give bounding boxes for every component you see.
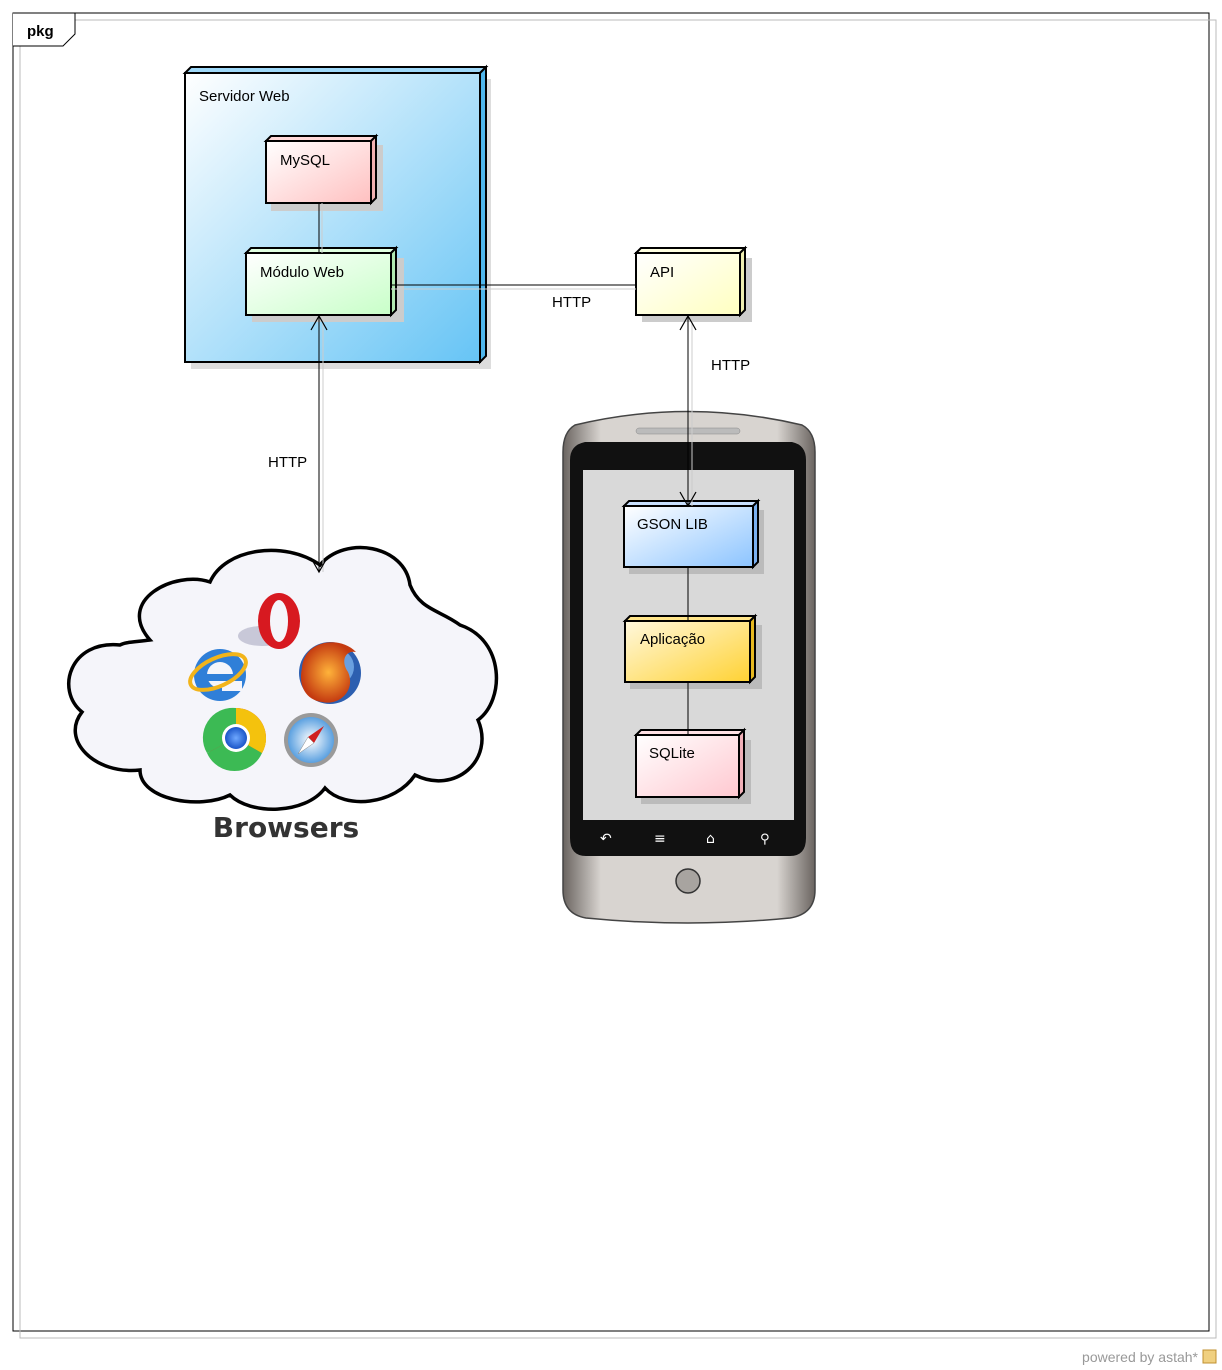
- astah-logo-icon: [1202, 1349, 1217, 1364]
- phone-nav-bar: ↶ ≡ ⌂ ⚲: [600, 831, 770, 847]
- app-label: Aplicação: [640, 631, 705, 648]
- search-icon[interactable]: ⚲: [760, 832, 770, 847]
- sqlite-label: SQLite: [649, 745, 695, 762]
- app-node[interactable]: Aplicação: [622, 613, 762, 689]
- firefox-icon: [299, 642, 361, 704]
- gson-node[interactable]: GSON LIB: [621, 498, 764, 574]
- gson-label: GSON LIB: [637, 516, 708, 533]
- module-api-link: HTTP: [391, 284, 636, 311]
- home-button[interactable]: [675, 868, 701, 894]
- module-web-label: Módulo Web: [260, 264, 344, 281]
- browsers-label: Browsers: [213, 811, 359, 844]
- opera-icon: [238, 593, 300, 649]
- home-icon[interactable]: ⌂: [706, 831, 715, 847]
- mysql-label: MySQL: [280, 152, 330, 169]
- credit-text: powered by astah*: [1082, 1349, 1199, 1365]
- package-frame: pkg: [12, 12, 1217, 1339]
- mysql-node[interactable]: MySQL: [263, 133, 383, 211]
- browsers-module-link: HTTP: [268, 314, 328, 574]
- menu-icon[interactable]: ≡: [654, 831, 666, 847]
- browsers-module-label: HTTP: [268, 454, 307, 471]
- server-label: Servidor Web: [199, 88, 290, 105]
- sqlite-node[interactable]: SQLite: [633, 727, 751, 804]
- internet-explorer-icon: [188, 649, 248, 701]
- api-label: API: [650, 264, 674, 281]
- chrome-icon: [202, 707, 267, 772]
- footer-credit: powered by astah*: [1082, 1349, 1217, 1365]
- api-node[interactable]: API: [633, 245, 752, 322]
- back-icon[interactable]: ↶: [600, 831, 612, 847]
- module-web-node[interactable]: Módulo Web: [243, 245, 404, 322]
- frame-tag: pkg: [27, 23, 54, 40]
- server-node[interactable]: Servidor Web: [182, 64, 491, 369]
- browsers-cloud: Browsers: [66, 545, 499, 844]
- safari-icon: [284, 713, 338, 767]
- api-gson-label: HTTP: [711, 357, 750, 374]
- module-api-label: HTTP: [552, 294, 591, 311]
- api-gson-link: HTTP: [679, 314, 750, 508]
